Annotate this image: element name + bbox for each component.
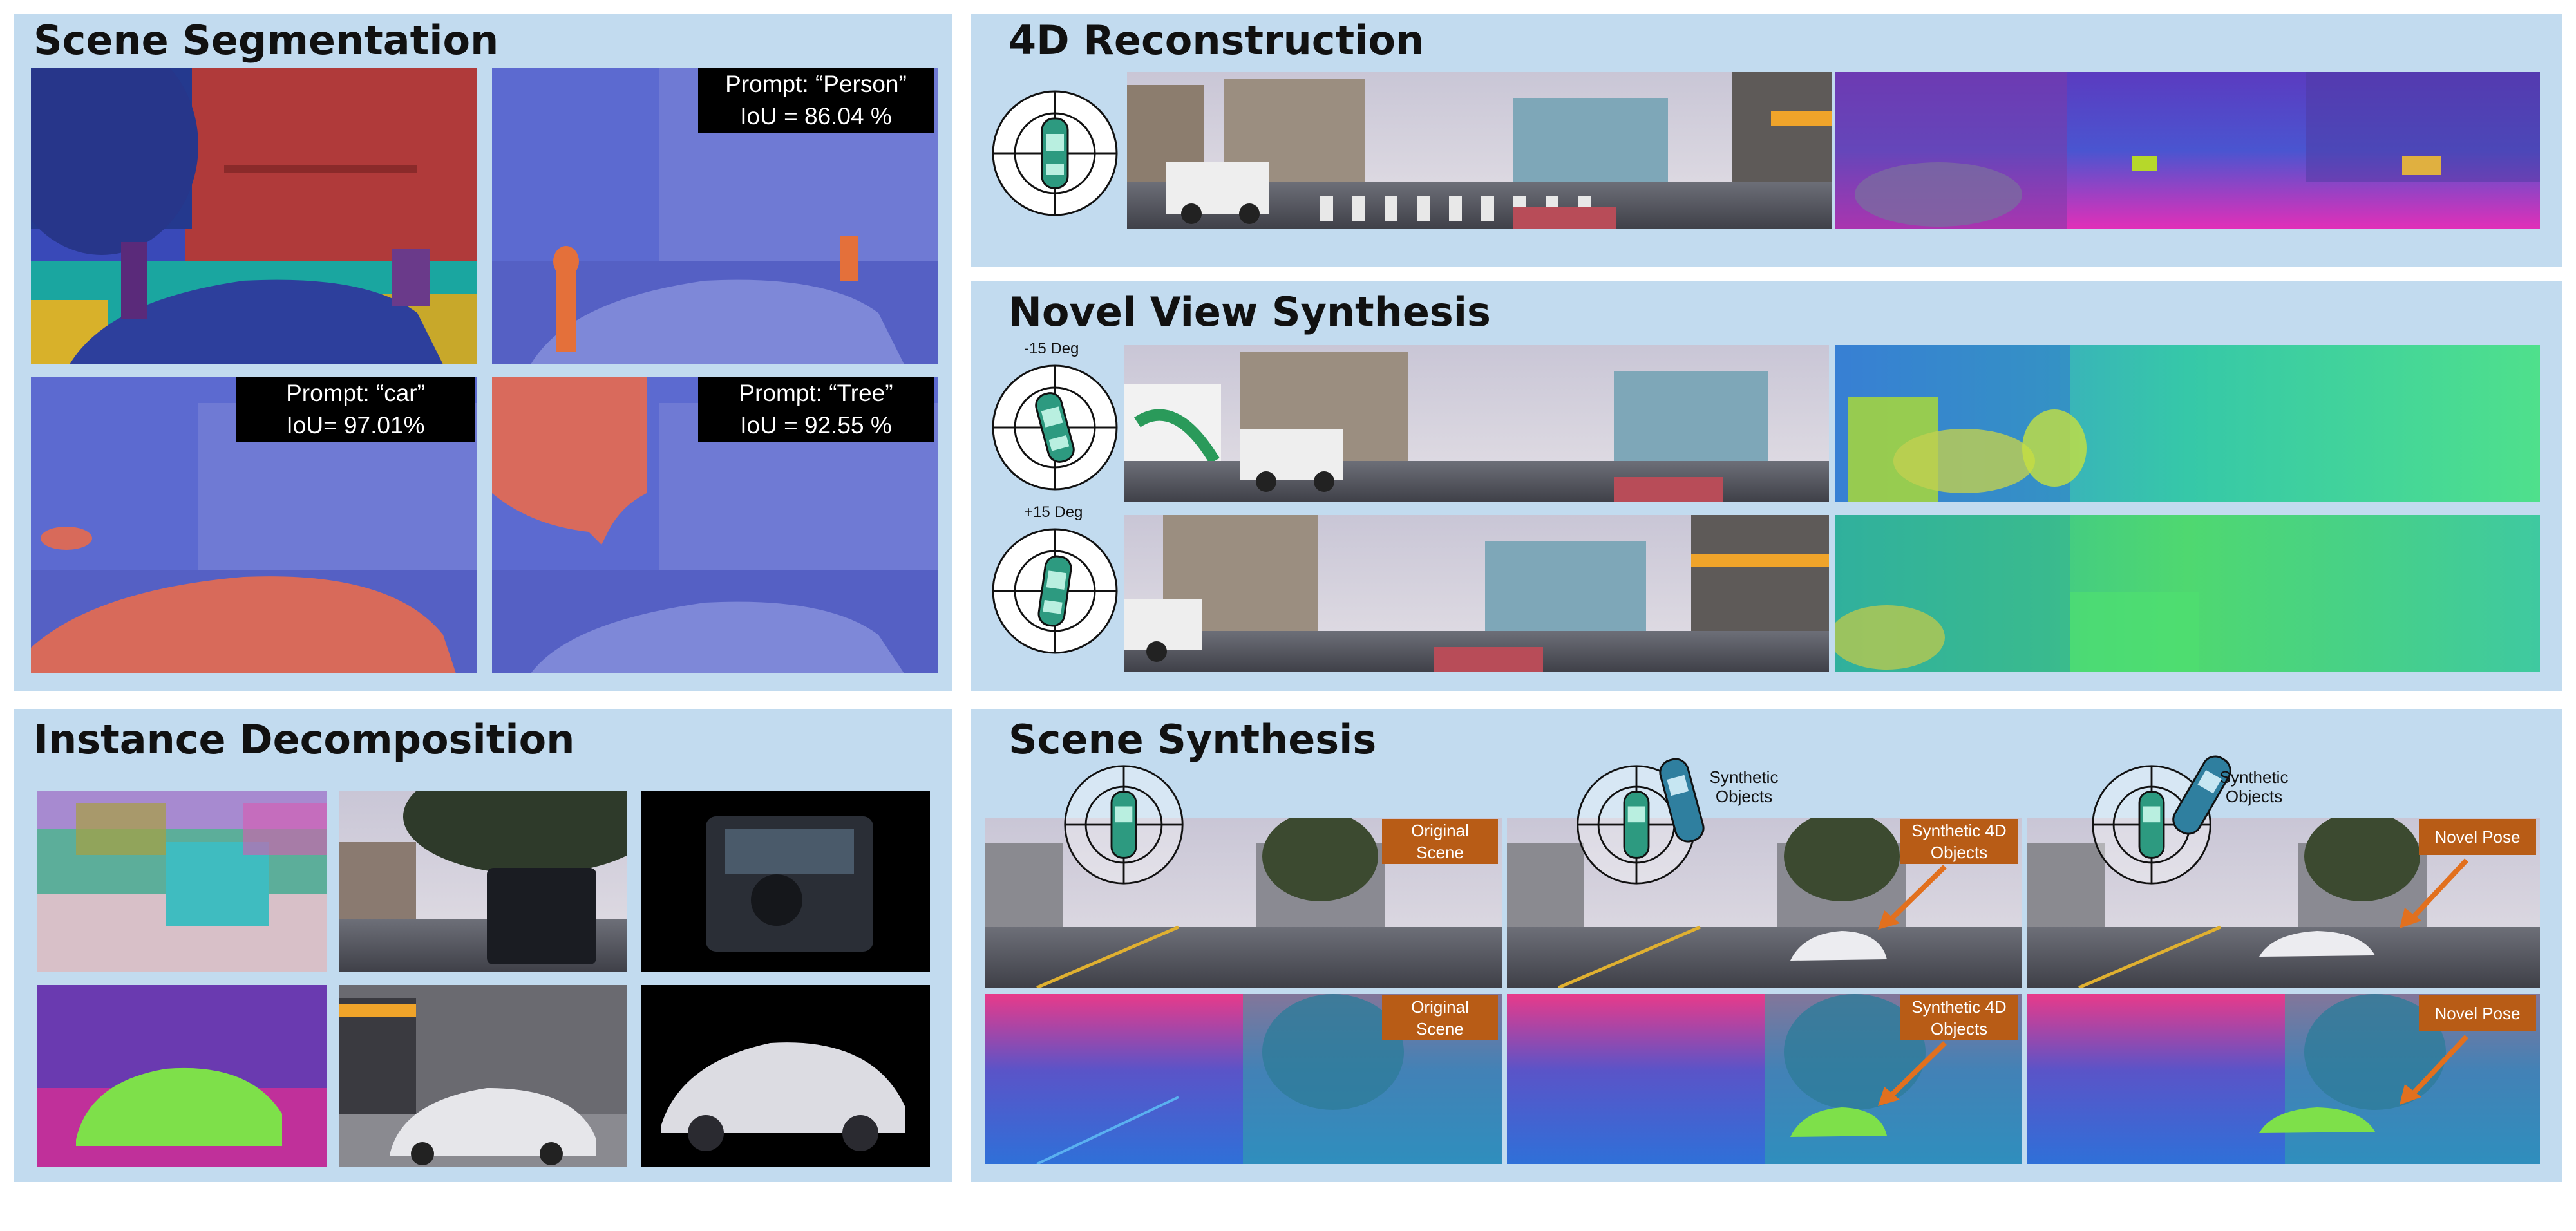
scene-synthesis-dial-1-icon: [1063, 764, 1185, 886]
camera-dial-minus-15-icon: [990, 363, 1119, 492]
camera-dial-plus-15-icon: [990, 527, 1119, 655]
badge-synthetic-4d-objects-top: Synthetic 4D Objects: [1900, 819, 2018, 864]
synthetic-objects-label-1: Synthetic Objects: [1699, 767, 1789, 806]
badge-original-scene-top: Original Scene: [1382, 819, 1498, 864]
iou-tree-text: IoU = 92.55 %: [740, 412, 892, 438]
novel-view-minus-15-feature-image: [1835, 345, 2540, 502]
badge-synthetic-4d-top-line1: Synthetic 4D: [1911, 821, 2007, 840]
original-scene-rgb-image: [985, 818, 1502, 988]
synthetic-car-1-icon: [1656, 753, 1708, 850]
instance-rgb-image-1: [339, 791, 627, 972]
camera-dial-icon: [990, 89, 1119, 218]
badge-synthetic-4d-top-line2: Objects: [1930, 843, 1988, 862]
scene-segmentation-title: Scene Segmentation: [33, 17, 499, 64]
arrow-synthetic-top-icon: [1878, 865, 1947, 930]
prompt-tree-text: Prompt: “Tree”: [739, 380, 893, 406]
badge-synthetic-4d-objects-bottom: Synthetic 4D Objects: [1900, 995, 2018, 1040]
badge-original-scene-bottom-line2: Scene: [1416, 1019, 1464, 1038]
scene-synthesis-dial-3-icon: [2090, 764, 2213, 886]
4d-reconstruction-title: 4D Reconstruction: [1009, 17, 1425, 64]
badge-novel-pose-top-line1: Novel Pose: [2434, 827, 2521, 847]
synthetic-car-2-icon: [2166, 747, 2237, 843]
synthetic-objects-label-2: Synthetic Objects: [2209, 767, 2299, 806]
instance-feature-image-1: [37, 791, 327, 972]
instance-decomposition-title: Instance Decomposition: [33, 716, 575, 763]
novel-view-minus-15-rgb-image: [1124, 345, 1829, 502]
arrow-novel-pose-bottom-icon: [2400, 1035, 2468, 1105]
arrow-novel-pose-top-icon: [2400, 858, 2468, 928]
iou-person-text: IoU = 86.04 %: [740, 103, 892, 129]
segmentation-all-classes-image: [31, 68, 477, 364]
synthetic-objects-label-1-line2: Objects: [1715, 787, 1773, 806]
badge-synthetic-4d-bottom-line1: Synthetic 4D: [1911, 997, 2007, 1017]
4d-reconstruction-rgb-image: [1127, 72, 1832, 229]
badge-original-scene-top-line1: Original: [1411, 821, 1469, 840]
synthetic-objects-label-2-line1: Synthetic: [2219, 767, 2289, 787]
angle-label-minus-15: -15 Deg: [1024, 340, 1079, 357]
prompt-person-box: Prompt: “Person” IoU = 86.04 %: [698, 68, 934, 133]
instance-rgb-image-2: [339, 985, 627, 1167]
badge-synthetic-4d-bottom-line2: Objects: [1930, 1019, 1988, 1038]
prompt-car-text: Prompt: “car”: [286, 380, 425, 406]
arrow-synthetic-bottom-icon: [1878, 1041, 1947, 1106]
instance-feature-image-2: [37, 985, 327, 1167]
prompt-person-text: Prompt: “Person”: [725, 71, 907, 97]
instance-mask-image-1: [641, 791, 930, 972]
novel-view-plus-15-rgb-image: [1124, 515, 1829, 672]
badge-original-scene-bottom: Original Scene: [1382, 995, 1498, 1040]
badge-novel-pose-bottom-line1: Novel Pose: [2434, 1004, 2521, 1023]
instance-mask-image-2: [641, 985, 930, 1167]
angle-label-plus-15: +15 Deg: [1024, 503, 1083, 521]
synthetic-objects-label-1-line1: Synthetic: [1709, 767, 1779, 787]
badge-original-scene-top-line2: Scene: [1416, 843, 1464, 862]
novel-view-synthesis-title: Novel View Synthesis: [1009, 288, 1491, 335]
badge-novel-pose-top: Novel Pose: [2419, 819, 2536, 855]
prompt-tree-box: Prompt: “Tree” IoU = 92.55 %: [698, 377, 934, 442]
prompt-car-box: Prompt: “car” IoU= 97.01%: [236, 377, 475, 442]
synthetic-objects-label-2-line2: Objects: [2225, 787, 2283, 806]
badge-novel-pose-bottom: Novel Pose: [2419, 995, 2536, 1031]
badge-original-scene-bottom-line1: Original: [1411, 997, 1469, 1017]
novel-view-plus-15-feature-image: [1835, 515, 2540, 672]
scene-synthesis-title: Scene Synthesis: [1009, 716, 1377, 763]
4d-reconstruction-feature-image: [1835, 72, 2540, 229]
iou-car-text: IoU= 97.01%: [286, 412, 425, 438]
